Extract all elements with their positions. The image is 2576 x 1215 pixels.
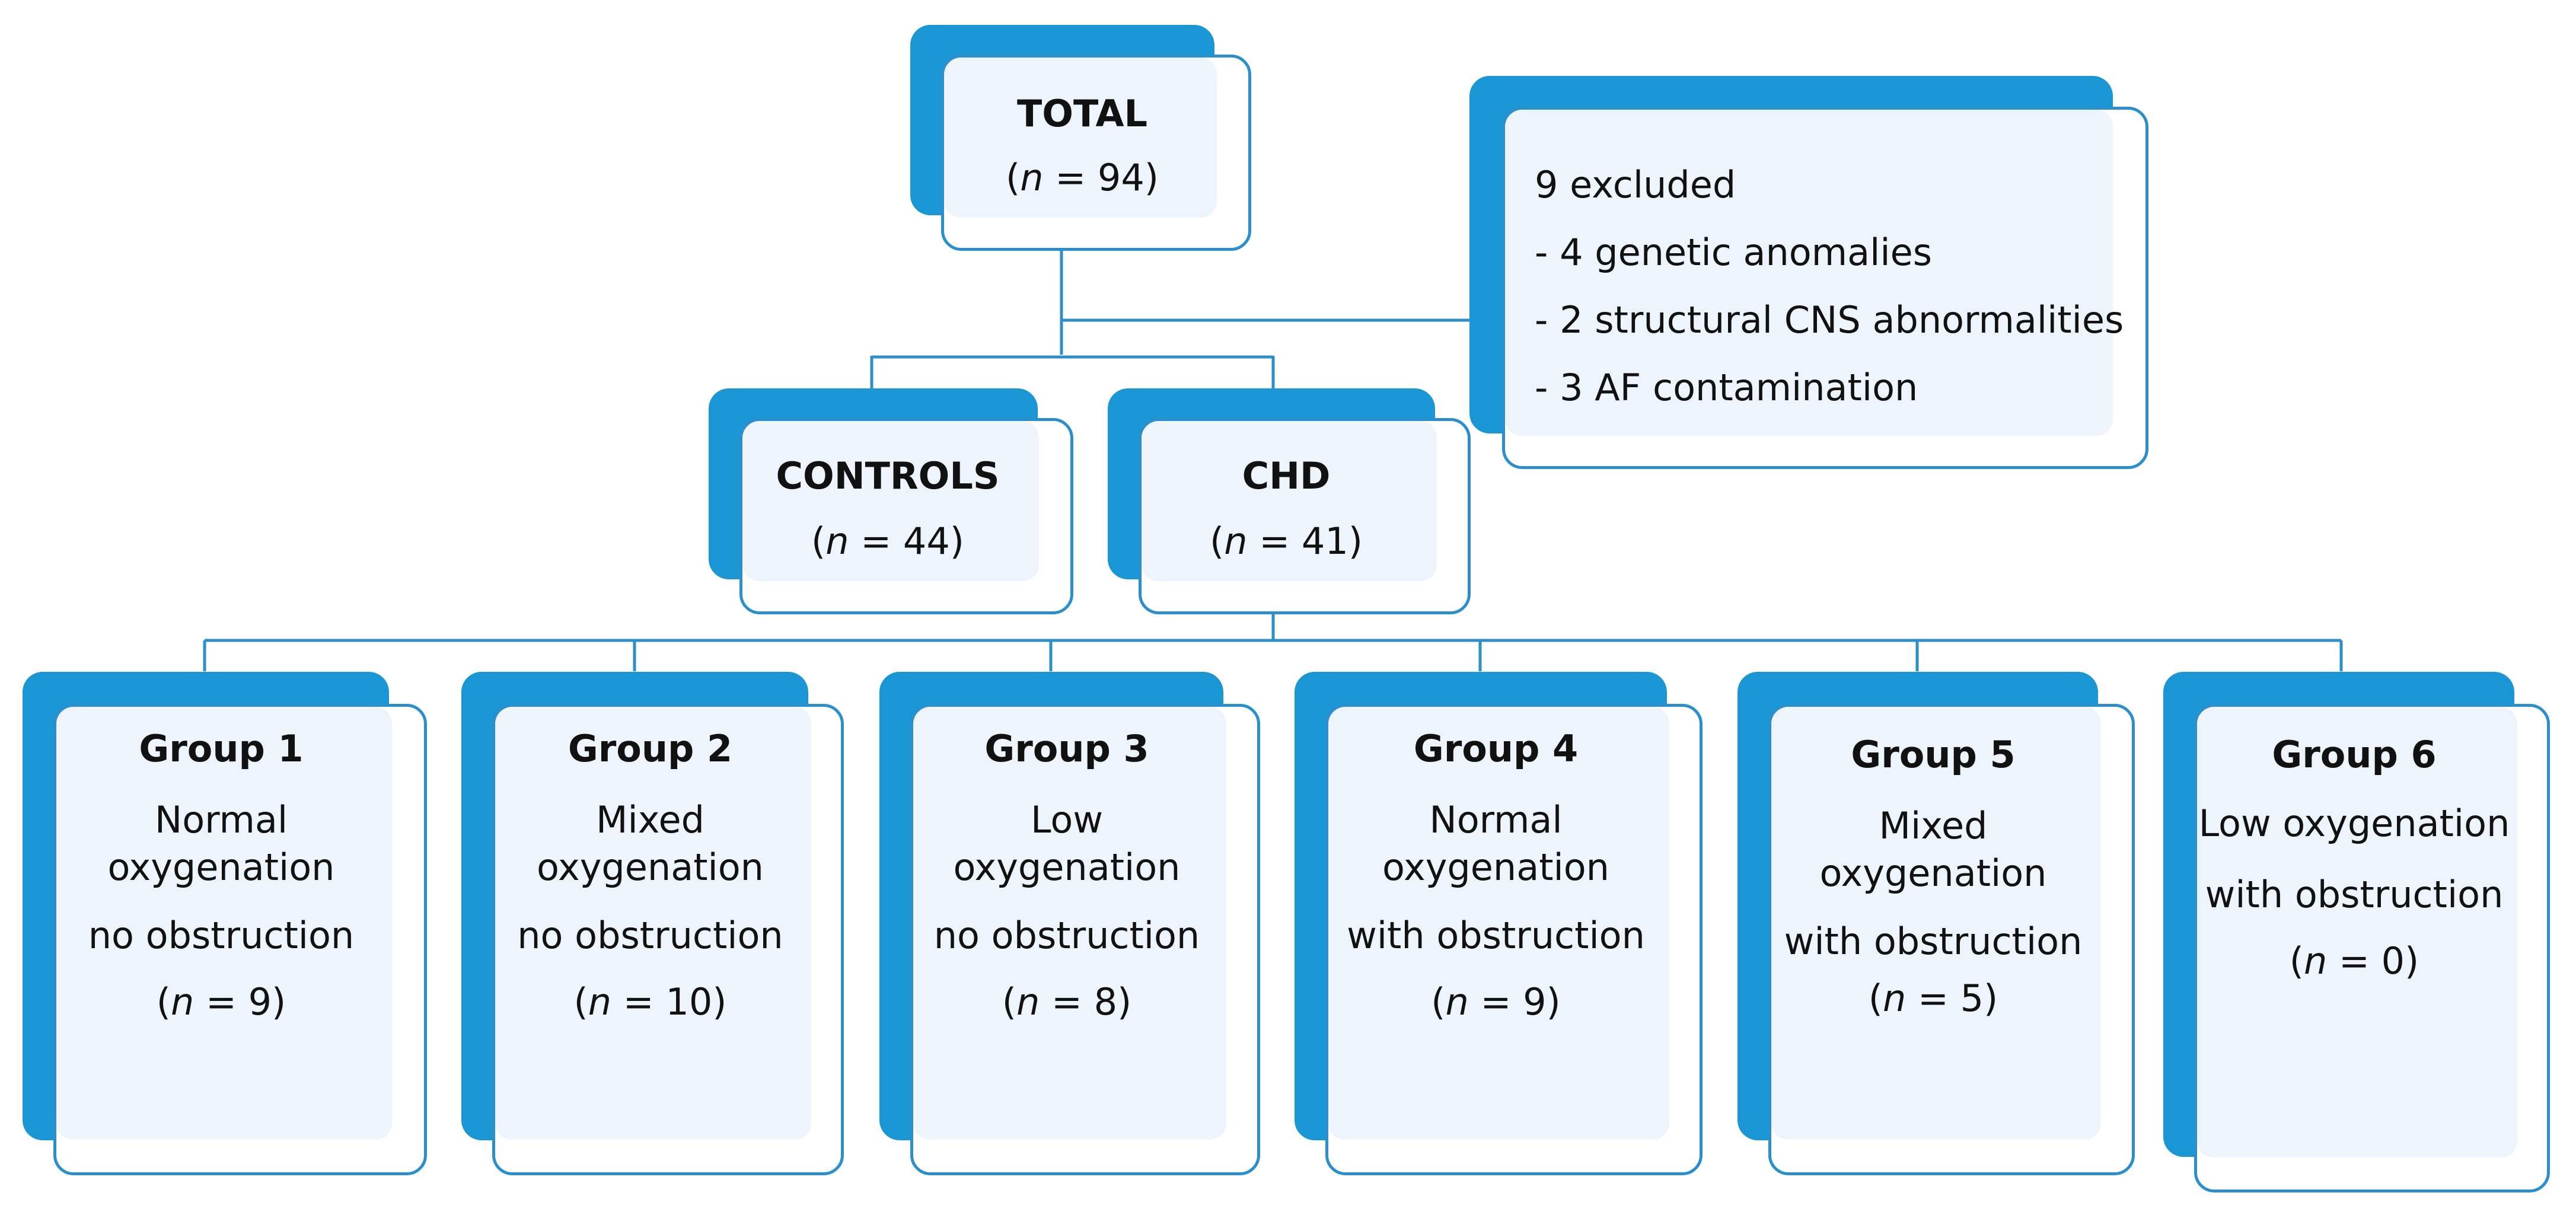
group-5-count: (n = 5) [1868,977,1998,1020]
group-4-line: oxygenation [1382,846,1609,889]
group-1-count: (n = 9) [156,980,286,1023]
group-1-line: Normal [154,798,288,841]
total-count: (n = 94) [1006,156,1159,199]
group-2-box: Group 2 Mixed oxygenation no obstruction… [461,672,844,1175]
group-6-line: Low oxygenation [2198,802,2510,845]
group-4-count: (n = 9) [1431,980,1561,1023]
group-5-box: Group 5 Mixed oxygenation with obstructi… [1737,672,2135,1175]
group-6-line: with obstruction [2205,873,2504,916]
controls-box: CONTROLS (n = 44) [709,388,1073,614]
group-3-count: (n = 8) [1002,980,1132,1023]
excluded-header: 9 excluded [1535,163,1736,206]
group-2-title: Group 2 [568,727,733,770]
chd-count: (n = 41) [1210,519,1363,563]
excluded-item: - 2 structural CNS abnormalities [1535,298,2124,342]
group-4-title: Group 4 [1413,727,1579,770]
total-title: TOTAL [1017,92,1147,135]
total-box: TOTAL (n = 94) [910,25,1251,251]
group-2-line: Mixed [595,798,704,841]
group-2-line: no obstruction [517,914,783,957]
group-3-line: no obstruction [933,914,1200,957]
group-6-box: Group 6 Low oxygenation with obstruction… [2163,672,2550,1192]
group-1-line: oxygenation [107,846,335,889]
group-6-count: (n = 0) [2289,939,2419,983]
group-5-title: Group 5 [1851,733,2016,776]
excluded-item: - 3 AF contamination [1535,366,1918,409]
group-3-line: Low [1030,798,1104,841]
group-5-line: Mixed [1879,804,1988,847]
excluded-item: - 4 genetic anomalies [1535,231,1933,274]
group-3-line: oxygenation [953,846,1181,889]
chd-title: CHD [1242,454,1331,498]
group-3-box: Group 3 Low oxygenation no obstruction (… [879,672,1260,1175]
group-1-title: Group 1 [139,727,304,770]
controls-title: CONTROLS [776,454,1000,498]
group-4-box: Group 4 Normal oxygenation with obstruct… [1295,672,1703,1175]
group-1-line: no obstruction [88,914,355,957]
controls-count: (n = 44) [811,519,964,563]
group-2-count: (n = 10) [573,980,727,1023]
group-5-line: oxygenation [1819,852,2047,895]
group-3-title: Group 3 [984,727,1149,770]
group-4-line: with obstruction [1347,914,1645,957]
excluded-box: 9 excluded - 4 genetic anomalies - 2 str… [1469,76,2148,469]
group-1-box: Group 1 Normal oxygenation no obstructio… [23,672,427,1175]
group-2-line: oxygenation [537,846,764,889]
chd-box: CHD (n = 41) [1108,388,1471,614]
group-4-line: Normal [1429,798,1563,841]
group-5-line: with obstruction [1784,920,2083,963]
group-6-title: Group 6 [2272,733,2437,776]
